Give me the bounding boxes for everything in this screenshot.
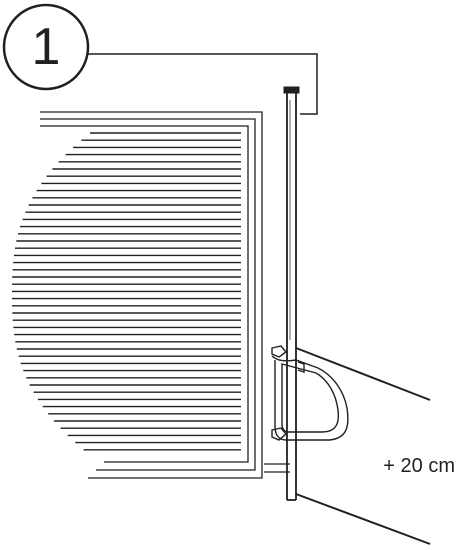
rod-bracket [271,345,349,441]
dimension-label: + 20 cm [383,455,455,477]
leader-line [88,53,318,115]
guide-lines [295,347,431,545]
blind-frame [40,111,290,479]
upper-guide-line [295,347,431,401]
step-badge: 1 [2,3,90,91]
vertical-rod [283,86,300,501]
step-number: 1 [32,18,61,76]
step-circle [2,3,90,91]
blind-slats [12,132,241,451]
lower-guide-line [295,493,431,545]
